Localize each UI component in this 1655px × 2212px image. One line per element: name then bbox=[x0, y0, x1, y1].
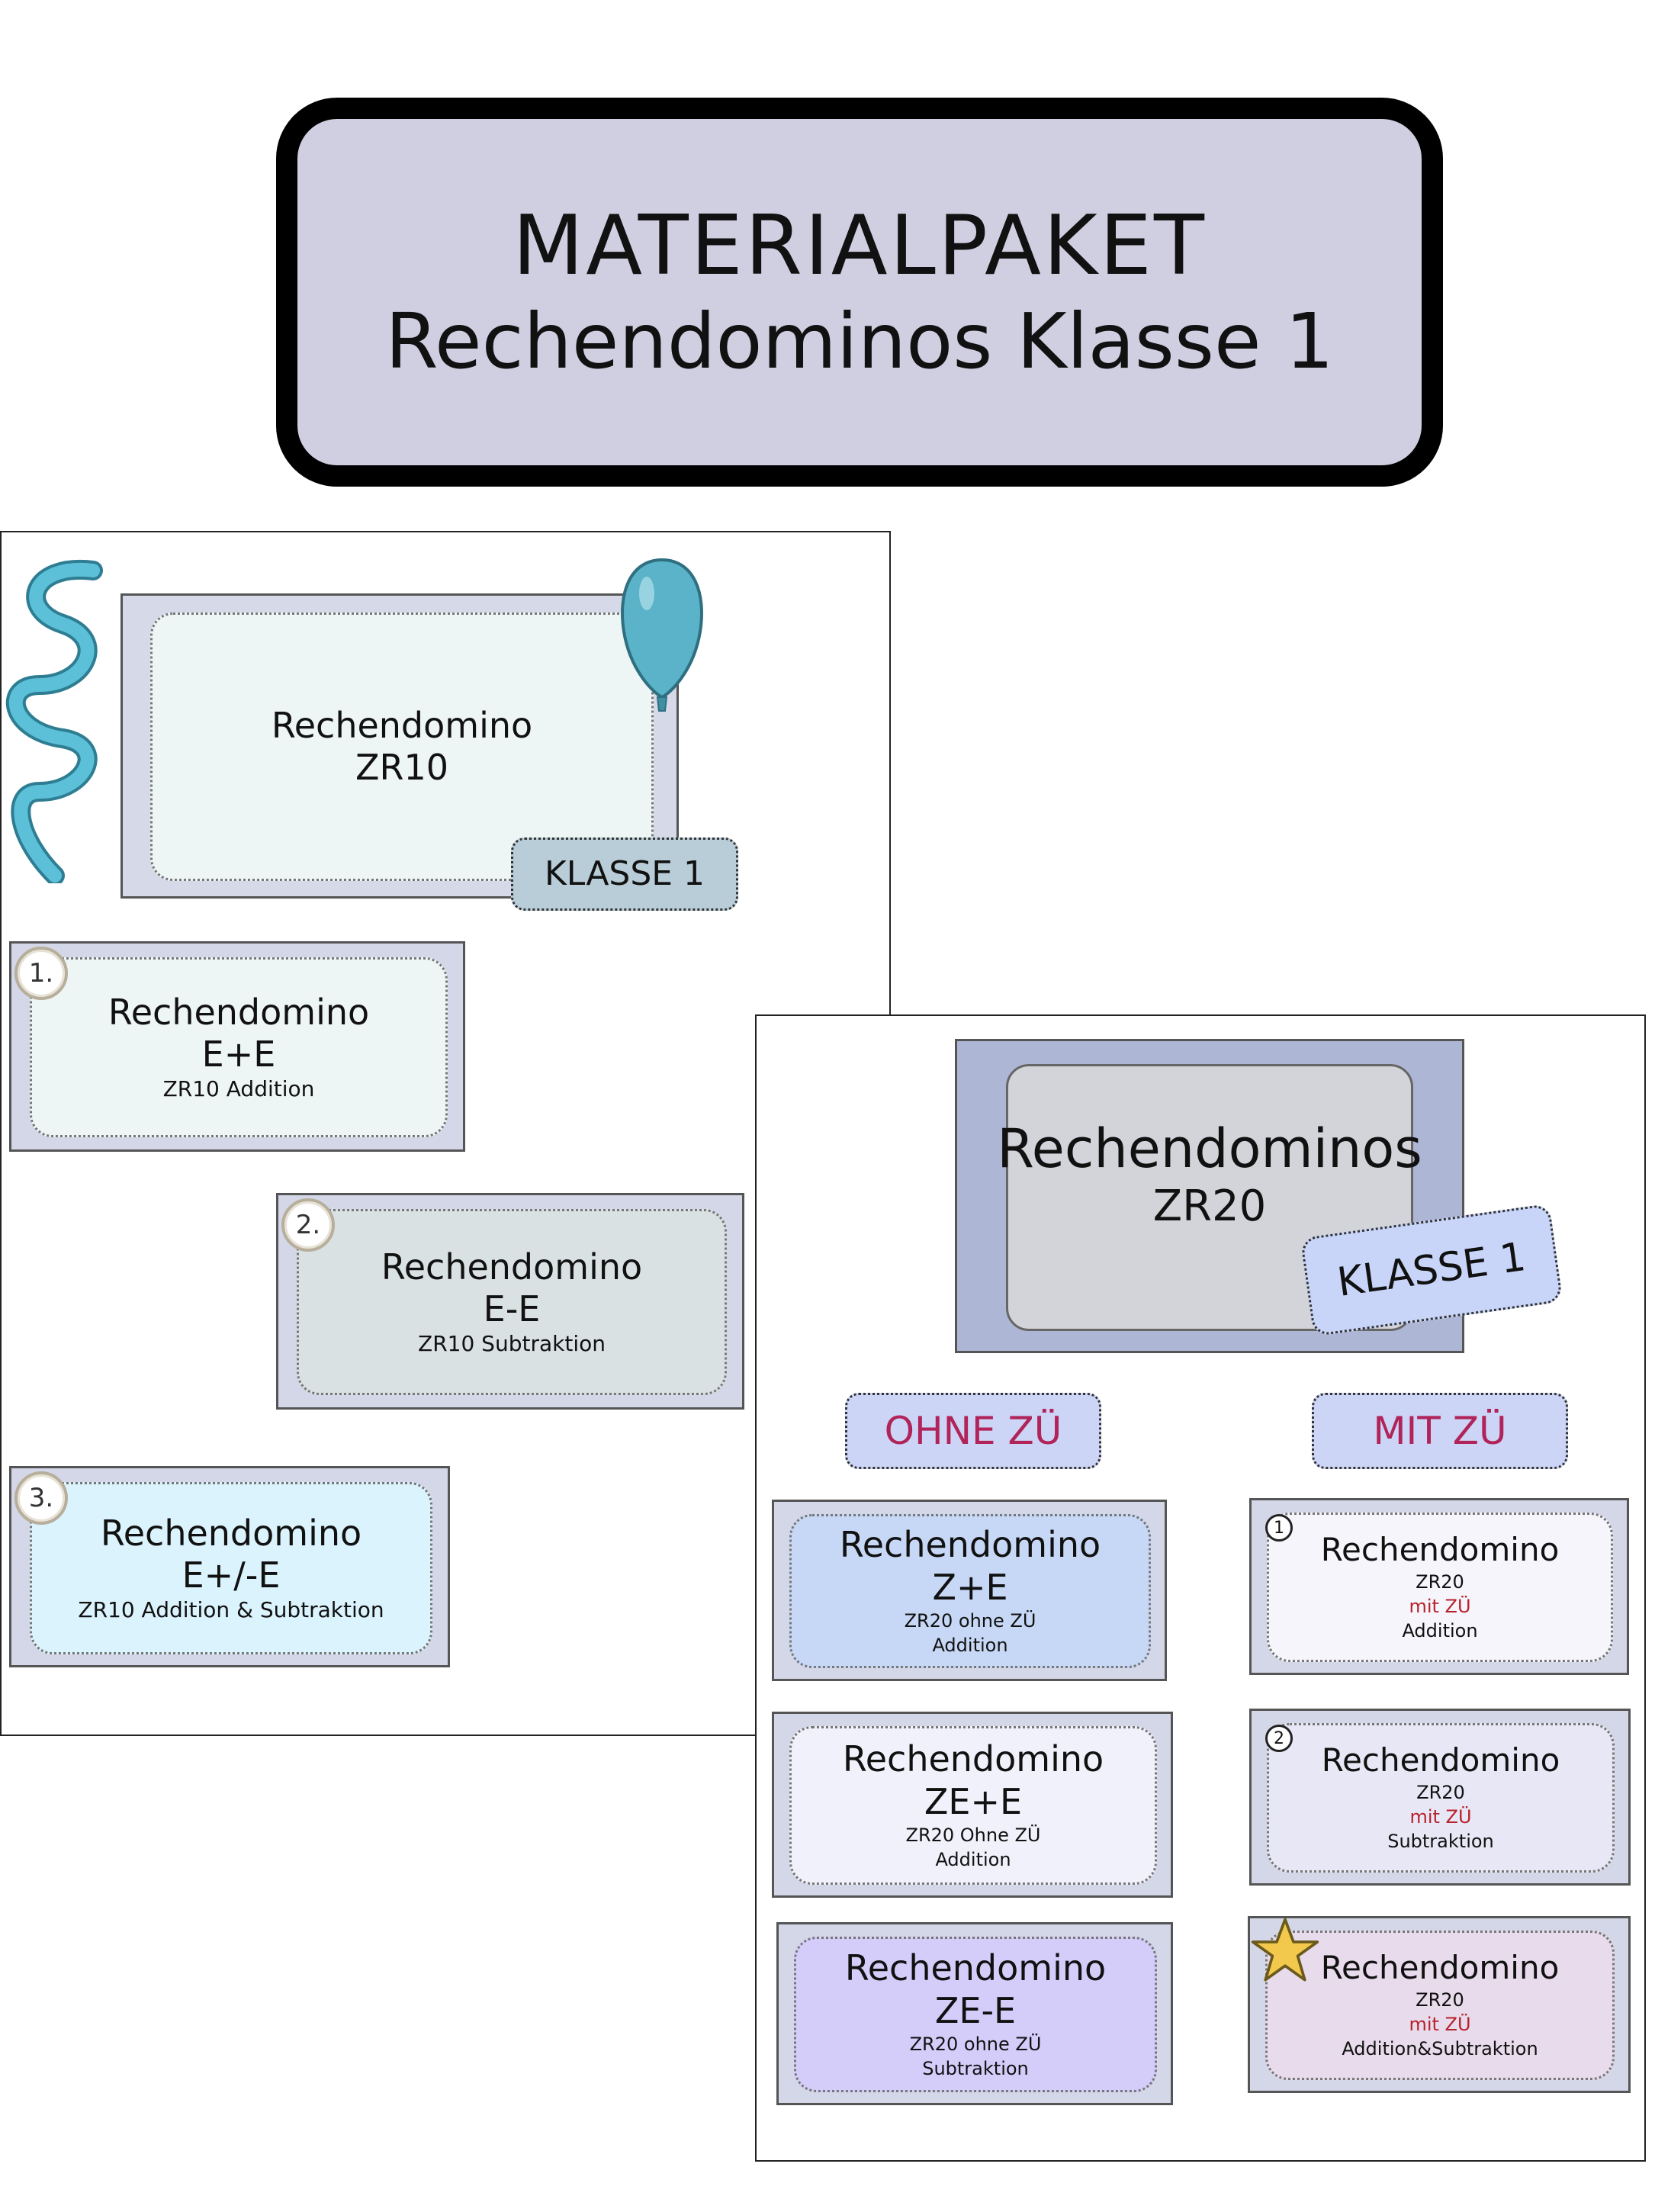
card-range: ZR20 Ohne ZÜ bbox=[905, 1824, 1041, 1846]
card-operation: E-E bbox=[483, 1288, 541, 1329]
mit-card-2-inner: Rechendomino ZR20 mit ZÜ Subtraktion bbox=[1267, 1723, 1615, 1873]
card-subtitle: ZR10 Addition bbox=[162, 1075, 315, 1101]
card-title: Rechendomino bbox=[839, 1524, 1101, 1566]
zr10-card-3: Rechendomino E+/-E ZR10 Addition & Subtr… bbox=[9, 1466, 450, 1667]
zr10-cover-inner: Rechendomino ZR10 bbox=[150, 612, 654, 881]
mit-card-3-inner: Rechendomino ZR20 mit ZÜ Addition&Subtra… bbox=[1265, 1931, 1615, 2080]
card-title: Rechendomino bbox=[108, 991, 370, 1033]
card-kind: Addition bbox=[932, 1635, 1008, 1657]
zr20-cover-title: Rechendominos bbox=[997, 1117, 1422, 1181]
card-kind: Addition&Subtraktion bbox=[1342, 2038, 1538, 2060]
balloon-icon bbox=[621, 558, 703, 712]
zr10-card-3-inner: Rechendomino E+/-E ZR10 Addition & Subtr… bbox=[30, 1482, 432, 1654]
mit-zu-text: MIT ZÜ bbox=[1373, 1409, 1507, 1453]
card-title: Rechendomino bbox=[1320, 1949, 1560, 1987]
card-range: ZR20 bbox=[1416, 1989, 1464, 2011]
card-operation: E+E bbox=[201, 1033, 276, 1075]
card-mit-zu: mit ZÜ bbox=[1409, 1596, 1471, 1617]
card-title: Rechendomino bbox=[1321, 1741, 1560, 1780]
zr20-cover-card: Rechendominos ZR20 bbox=[955, 1039, 1464, 1353]
card-operation: E+/-E bbox=[182, 1554, 281, 1596]
zr10-cover-card: Rechendomino ZR10 bbox=[121, 593, 679, 899]
card-range: ZR20 bbox=[1416, 1571, 1464, 1593]
card-kind: Subtraktion bbox=[1387, 1831, 1494, 1853]
number-badge: 1. bbox=[14, 947, 68, 1000]
zr10-cover-range: ZR10 bbox=[355, 747, 448, 788]
card-mit-zu: mit ZÜ bbox=[1409, 2014, 1471, 2035]
card-range: ZR20 bbox=[1416, 1781, 1465, 1803]
ohne-card-2: Rechendomino ZE+E ZR20 Ohne ZÜ Addition bbox=[772, 1712, 1173, 1898]
zr10-card-1: Rechendomino E+E ZR10 Addition 1. bbox=[9, 941, 465, 1152]
ohne-card-1-inner: Rechendomino Z+E ZR20 ohne ZÜ Addition bbox=[789, 1514, 1151, 1668]
zr20-klasse-label: KLASSE 1 bbox=[1334, 1234, 1529, 1306]
mit-card-3: Rechendomino ZR20 mit ZÜ Addition&Subtra… bbox=[1248, 1916, 1631, 2093]
ohne-card-3-inner: Rechendomino ZE-E ZR20 ohne ZÜ Subtrakti… bbox=[794, 1937, 1157, 2092]
mit-card-1-inner: Rechendomino ZR20 mit ZÜ Addition bbox=[1267, 1513, 1613, 1662]
number-circle-icon: 1 bbox=[1265, 1514, 1293, 1542]
zr10-klasse-tag: KLASSE 1 bbox=[511, 838, 738, 911]
card-kind: Addition bbox=[935, 1849, 1011, 1871]
number-badge: 3. bbox=[14, 1471, 68, 1525]
mit-zu-label: MIT ZÜ bbox=[1312, 1393, 1568, 1469]
card-kind: Addition bbox=[1402, 1620, 1478, 1642]
mit-card-1: Rechendomino ZR20 mit ZÜ Addition 1 bbox=[1249, 1498, 1629, 1675]
card-title: Rechendomino bbox=[844, 1947, 1107, 1989]
title-banner: MATERIALPAKET Rechendominos Klasse 1 bbox=[276, 98, 1443, 487]
card-operation: Z+E bbox=[932, 1566, 1008, 1608]
card-title: Rechendomino bbox=[381, 1246, 643, 1288]
ribbon-icon bbox=[5, 559, 103, 883]
star-icon bbox=[1251, 1918, 1319, 1982]
card-range: ZR20 ohne ZÜ bbox=[909, 2033, 1042, 2055]
number-circle-icon: 2 bbox=[1265, 1725, 1293, 1752]
ohne-card-1: Rechendomino Z+E ZR20 ohne ZÜ Addition bbox=[772, 1500, 1167, 1681]
number-badge: 2. bbox=[281, 1198, 335, 1252]
zr10-sheet: Rechendomino ZR10 KLASSE 1 Rechendomino … bbox=[0, 531, 891, 1736]
zr20-sheet: Rechendominos ZR20 KLASSE 1 OHNE ZÜ MIT … bbox=[755, 1014, 1646, 2162]
banner-subtitle: Rechendominos Klasse 1 bbox=[385, 296, 1334, 386]
card-operation: ZE+E bbox=[924, 1780, 1023, 1822]
card-operation: ZE-E bbox=[934, 1989, 1017, 2031]
card-subtitle: ZR10 Addition & Subtraktion bbox=[78, 1596, 384, 1622]
ohne-card-3: Rechendomino ZE-E ZR20 ohne ZÜ Subtrakti… bbox=[776, 1922, 1173, 2105]
zr10-card-2: Rechendomino E-E ZR10 Subtraktion 2. bbox=[276, 1193, 744, 1410]
zr20-cover-range: ZR20 bbox=[1152, 1182, 1267, 1232]
banner-title: MATERIALPAKET bbox=[513, 198, 1207, 294]
zr10-card-2-inner: Rechendomino E-E ZR10 Subtraktion bbox=[297, 1209, 727, 1395]
card-range: ZR20 ohne ZÜ bbox=[904, 1609, 1036, 1632]
zr10-card-1-inner: Rechendomino E+E ZR10 Addition bbox=[30, 957, 448, 1137]
card-title: Rechendomino bbox=[1320, 1531, 1560, 1569]
zr10-cover-title: Rechendomino bbox=[271, 704, 533, 746]
card-kind: Subtraktion bbox=[922, 2058, 1029, 2080]
card-mit-zu: mit ZÜ bbox=[1409, 1806, 1472, 1828]
mit-card-2: Rechendomino ZR20 mit ZÜ Subtraktion 2 bbox=[1249, 1709, 1631, 1886]
ohne-card-2-inner: Rechendomino ZE+E ZR20 Ohne ZÜ Addition bbox=[789, 1726, 1157, 1885]
zr10-klasse-label: KLASSE 1 bbox=[544, 854, 705, 893]
ohne-zu-label: OHNE ZÜ bbox=[845, 1393, 1101, 1469]
ohne-zu-text: OHNE ZÜ bbox=[884, 1409, 1062, 1453]
card-subtitle: ZR10 Subtraktion bbox=[418, 1330, 606, 1356]
card-title: Rechendomino bbox=[842, 1738, 1104, 1780]
card-title: Rechendomino bbox=[100, 1512, 362, 1554]
